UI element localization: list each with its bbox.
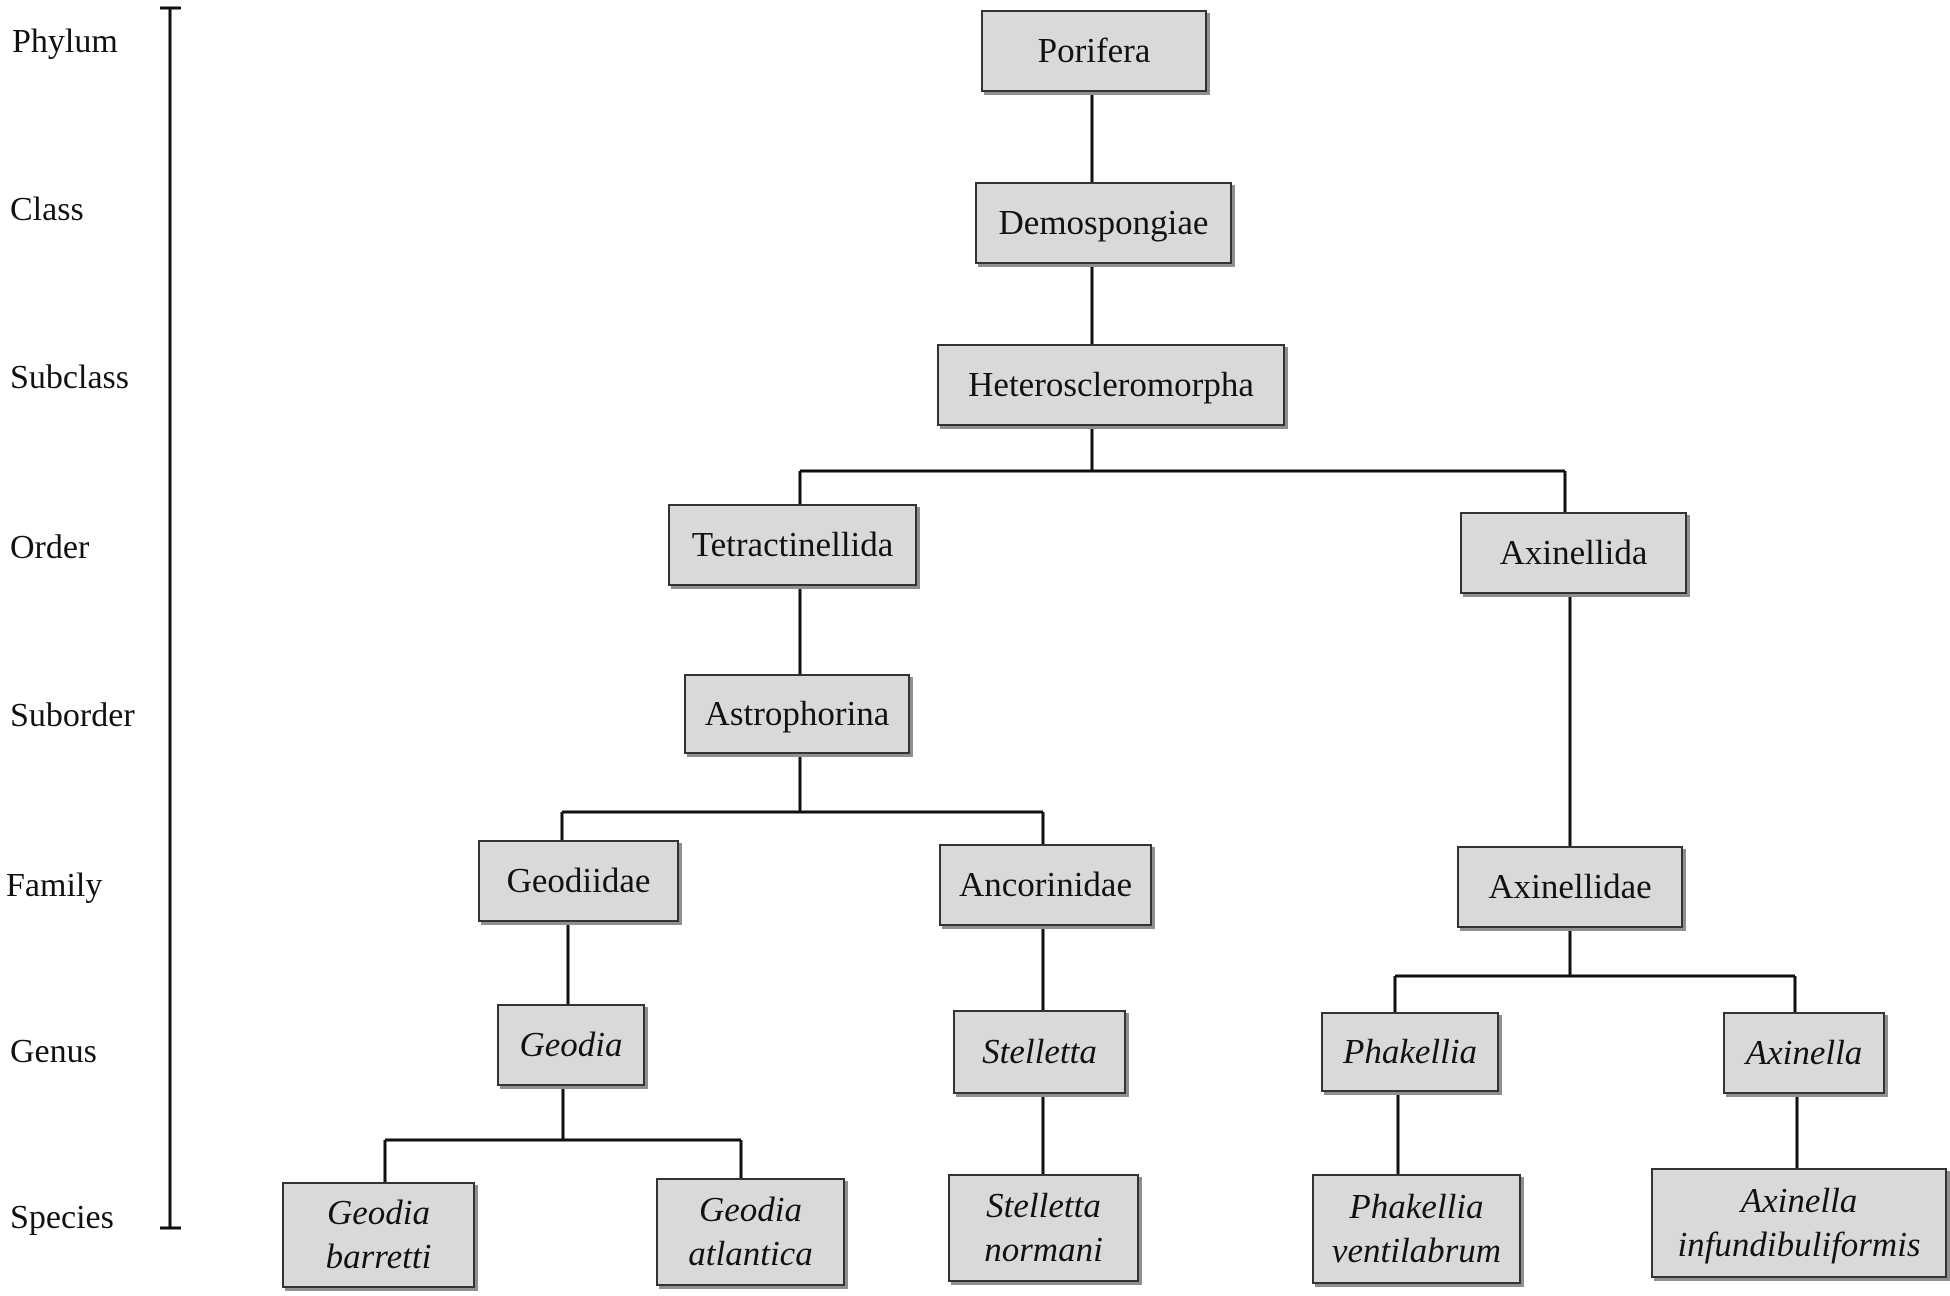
node-axinellidae: Axinellidae bbox=[1457, 846, 1683, 928]
node-axinella: Axinella bbox=[1723, 1012, 1885, 1094]
rank-phylum: Phylum bbox=[12, 23, 118, 60]
node-ancorinidae: Ancorinidae bbox=[939, 844, 1152, 926]
node-axinellida: Axinellida bbox=[1460, 512, 1687, 594]
node-phakellia: Phakellia bbox=[1321, 1012, 1499, 1092]
node-porifera: Porifera bbox=[981, 10, 1207, 92]
node-geodia: Geodia bbox=[497, 1004, 645, 1086]
rank-genus: Genus bbox=[10, 1033, 97, 1070]
node-geodiidae: Geodiidae bbox=[478, 840, 679, 922]
node-stelletta-normani: Stelletta normani bbox=[948, 1174, 1139, 1282]
node-phakellia-ventilabrum: Phakellia ventilabrum bbox=[1312, 1174, 1521, 1284]
node-demospongiae: Demospongiae bbox=[975, 182, 1232, 264]
rank-suborder: Suborder bbox=[10, 697, 135, 734]
node-heteroscleromorpha: Heteroscleromorpha bbox=[937, 344, 1285, 426]
rank-family: Family bbox=[6, 867, 103, 904]
node-astrophorina: Astrophorina bbox=[684, 674, 910, 754]
node-geodia-atlantica: Geodia atlantica bbox=[656, 1178, 845, 1286]
node-tetractinellida: Tetractinellida bbox=[668, 504, 917, 586]
rank-species: Species bbox=[10, 1199, 114, 1236]
rank-order: Order bbox=[10, 529, 90, 566]
node-geodia-barretti: Geodia barretti bbox=[282, 1182, 475, 1288]
rank-subclass: Subclass bbox=[10, 359, 129, 396]
node-stelletta: Stelletta bbox=[953, 1010, 1126, 1094]
rank-class: Class bbox=[10, 191, 84, 228]
node-axinella-infundibuliformis: Axinella infundibuliformis bbox=[1651, 1168, 1947, 1278]
